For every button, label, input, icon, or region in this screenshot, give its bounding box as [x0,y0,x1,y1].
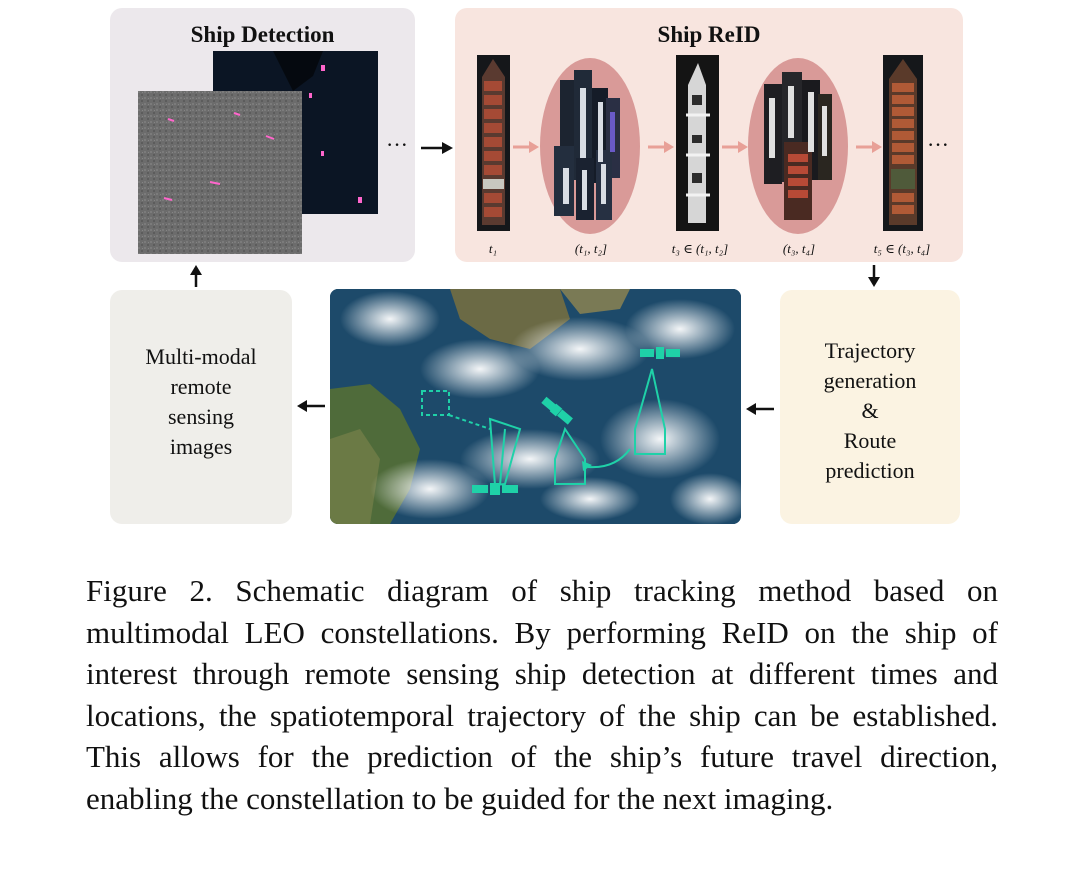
ship-reid-title: Ship ReID [657,22,761,47]
time-label: t₁ [488,241,498,256]
trajectory-line: prediction [825,458,915,483]
sar-satellite-image [138,91,302,254]
satellite-icon [472,483,518,495]
time-label: t₃ ∈ (t₁, t₂] [671,241,729,256]
arrow-right-icon [421,142,453,154]
time-label: (t₁, t₂] [574,241,608,256]
satellite-icon [640,347,680,359]
ship-candidate-cluster [540,58,640,234]
arrow-down-icon [868,265,880,287]
trajectory-prediction-box: Trajectory generation & Route prediction [780,290,960,524]
ship-detection-title: Ship Detection [190,22,335,47]
multimodal-line: Multi-modal [145,344,257,369]
detection-ellipsis: ··· [386,132,408,157]
reid-arrow-icon [513,141,539,153]
multimodal-line: sensing [168,404,234,429]
trajectory-line: Trajectory [824,338,916,363]
ship-chip-t5 [883,55,923,231]
arrow-left-icon [746,403,774,415]
earth-satellite-map [330,289,741,524]
multimodal-images-box: Multi-modal remote sensing images [110,290,292,524]
ship-candidate-cluster [748,58,848,234]
reid-ellipsis: ··· [927,132,949,157]
reid-arrow-icon [856,141,882,153]
figure-caption: Figure 2. Schematic diagram of ship trac… [86,573,998,816]
ship-chip-t1 [477,55,510,231]
trajectory-line: generation [823,368,917,393]
ship-chip-t3 [676,55,719,231]
arrow-left-icon [297,400,325,412]
trajectory-line: & [861,398,879,423]
multimodal-label: Multi-modal remote sensing images [110,342,292,462]
time-label: t₅ ∈ (t₃, t₄] [873,241,931,256]
multimodal-line: remote [170,374,232,399]
reid-arrow-icon [722,141,748,153]
time-label: (t₃, t₄] [782,241,816,256]
arrow-up-icon [190,265,202,287]
trajectory-line: Route [843,428,897,453]
satellite-icon [541,396,573,425]
reid-arrow-icon [648,141,674,153]
multimodal-line: images [169,434,233,459]
trajectory-label: Trajectory generation & Route prediction [780,336,960,486]
